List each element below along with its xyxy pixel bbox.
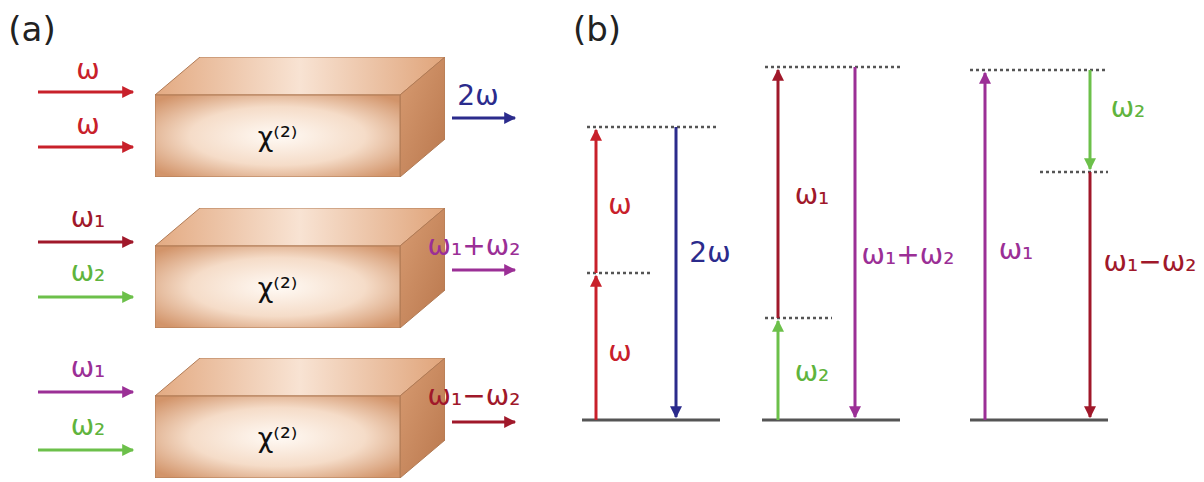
crystal-face [400,208,445,328]
frequency-label: ω₂ [795,357,830,388]
frequency-label: 2ω [457,81,498,112]
input-beam [38,449,133,452]
photon-arrow [777,321,780,420]
virtual-level [765,317,832,320]
panel-letter: (a) [8,11,55,48]
crystal-label: χ⁽²⁾ [155,396,400,478]
panel-letter: (b) [573,11,621,48]
frequency-label: ω [76,55,99,86]
photon-arrow [595,276,598,420]
frequency-label: ω₁ [795,180,830,211]
crystal-label: χ⁽²⁾ [155,95,400,177]
output-beam [452,117,515,120]
input-beam [38,146,133,149]
output-beam [452,421,515,424]
frequency-label: ω₁+ω₂ [428,231,521,262]
frequency-label: ω₁−ω₂ [1104,247,1197,278]
crystal-face [155,246,400,328]
frequency-label: 2ω [689,238,730,269]
virtual-level [765,66,900,69]
photon-arrow [1089,172,1092,417]
input-beam [38,241,133,244]
crystal-shape [155,358,445,478]
crystal-face [155,95,400,177]
photon-arrow [777,70,780,318]
photon-arrow [675,127,678,417]
crystal-shape [155,208,445,328]
photon-arrow [854,67,857,417]
crystal-label: χ⁽²⁾ [155,246,400,328]
crystal-block: χ⁽²⁾ [155,57,445,177]
ground-level [582,419,720,422]
photon-arrow [595,130,598,273]
frequency-label: ω₂ [1111,93,1146,124]
ground-level [970,419,1108,422]
output-beam [452,269,515,272]
frequency-label: ω₂ [71,411,106,442]
frequency-label: ω [76,110,99,141]
frequency-label: ω₁ [999,235,1034,266]
frequency-label: ω₁+ω₂ [862,240,955,271]
crystal-face [400,57,445,177]
virtual-level [970,69,1108,72]
frequency-label: ω₁ [71,353,106,384]
crystal-face [155,208,445,246]
photon-arrow [1089,70,1092,169]
frequency-label: ω [608,337,631,368]
crystal-face [155,358,445,396]
frequency-label: ω₁−ω₂ [428,381,521,412]
crystal-face [400,358,445,478]
frequency-label: ω [608,190,631,221]
input-beam [38,296,133,299]
frequency-label: ω₁ [71,203,106,234]
crystal-block: χ⁽²⁾ [155,358,445,478]
crystal-face [155,57,445,95]
virtual-level [1040,171,1108,174]
crystal-face [155,396,400,478]
photon-arrow [984,73,987,420]
crystal-block: χ⁽²⁾ [155,208,445,328]
crystal-shape [155,57,445,177]
input-beam [38,391,133,394]
frequency-label: ω₂ [71,257,106,288]
ground-level [762,419,900,422]
virtual-level [587,126,718,129]
input-beam [38,91,133,94]
